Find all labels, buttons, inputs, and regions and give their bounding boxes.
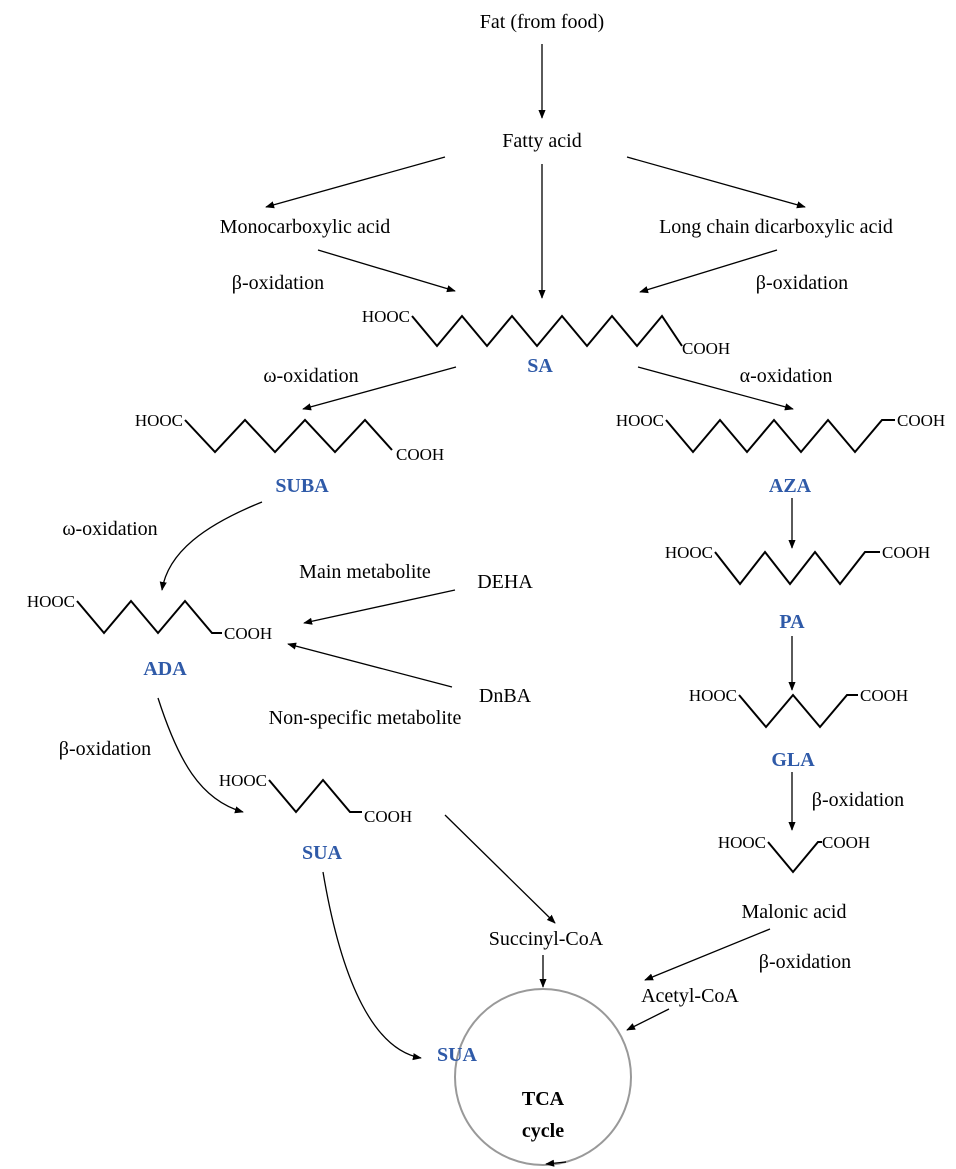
arrow-sua-to-cycle bbox=[322, 871, 422, 1061]
aza-metabolite-label: AZA bbox=[769, 475, 812, 497]
pa-hooc-group: HOOC bbox=[665, 543, 713, 562]
gla-hooc-group: HOOC bbox=[689, 686, 737, 705]
arrow-malonic-to-acetyl-coa bbox=[644, 928, 771, 981]
ada-metabolite-label: ADA bbox=[143, 658, 187, 680]
alpha-oxidation-label: α-oxidation bbox=[740, 365, 833, 387]
suba-metabolite-label: SUBA bbox=[275, 475, 329, 497]
sua-metabolite-label: SUA bbox=[302, 842, 343, 864]
gla-cooh-group: COOH bbox=[860, 686, 908, 705]
beta-oxidation-ada-label: β-oxidation bbox=[59, 738, 151, 760]
fat-label: Fat (from food) bbox=[480, 11, 604, 33]
main-metabolite-label: Main metabolite bbox=[299, 561, 431, 583]
aza-carbon-chain bbox=[665, 418, 895, 454]
omega-oxidation-2-label: ω-oxidation bbox=[62, 518, 157, 540]
sua-carbon-chain bbox=[268, 778, 362, 814]
suba-carbon-chain bbox=[184, 418, 393, 454]
arrow-long-chain-to-sa bbox=[639, 249, 778, 294]
succinyl-coa-label: Succinyl-CoA bbox=[489, 928, 604, 950]
ada-carbon-chain bbox=[76, 599, 222, 635]
arrow-fatty-acid-to-monocarboxylic bbox=[265, 156, 446, 209]
arrow-sua-to-succinyl-coa bbox=[444, 814, 556, 924]
sua-hooc-group: HOOC bbox=[219, 771, 267, 790]
pa-cooh-group: COOH bbox=[882, 543, 930, 562]
monocarboxylic-acid-label: Monocarboxylic acid bbox=[220, 216, 391, 238]
ada-hooc-group: HOOC bbox=[27, 592, 75, 611]
arrow-deha-to-ada bbox=[303, 589, 456, 625]
aza-hooc-group: HOOC bbox=[616, 411, 664, 430]
arrow-monocarboxylic-to-sa bbox=[317, 249, 456, 293]
aza-cooh-group: COOH bbox=[897, 411, 945, 430]
fatty-acid-label: Fatty acid bbox=[502, 130, 581, 152]
long-chain-dicarboxylic-acid-label: Long chain dicarboxylic acid bbox=[659, 216, 893, 238]
sua-cooh-group: COOH bbox=[364, 807, 412, 826]
arrow-dnba-to-ada bbox=[287, 642, 453, 688]
arrow-acetyl-coa-to-cycle bbox=[626, 1008, 670, 1031]
suba-hooc-group: HOOC bbox=[135, 411, 183, 430]
ada-cooh-group: COOH bbox=[224, 624, 272, 643]
suba-cooh-group: COOH bbox=[396, 445, 444, 464]
gla-carbon-chain bbox=[738, 693, 858, 729]
arrow-suba-to-ada bbox=[159, 501, 263, 591]
tca-cycle-circle bbox=[454, 988, 632, 1166]
arrow-sa-to-aza bbox=[637, 366, 794, 411]
sa-hooc-group: HOOC bbox=[362, 307, 410, 326]
omega-oxidation-1-label: ω-oxidation bbox=[263, 365, 358, 387]
sua-in-cycle-label: SUA bbox=[437, 1044, 478, 1066]
cycle-label: cycle bbox=[522, 1120, 564, 1142]
malonic-acid-label: Malonic acid bbox=[742, 901, 847, 923]
malonic-carbon-chain bbox=[767, 841, 822, 874]
malonic-cooh-group: COOH bbox=[822, 833, 870, 852]
sa-metabolite-label: SA bbox=[527, 355, 553, 377]
non-specific-metabolite-label: Non-specific metabolite bbox=[269, 707, 462, 729]
sa-carbon-chain bbox=[411, 314, 683, 348]
pa-carbon-chain bbox=[714, 550, 880, 586]
pa-metabolite-label: PA bbox=[779, 611, 805, 633]
malonic-hooc-group: HOOC bbox=[718, 833, 766, 852]
sa-cooh-group: COOH bbox=[682, 339, 730, 358]
gla-metabolite-label: GLA bbox=[771, 749, 815, 771]
tca-label: TCA bbox=[522, 1088, 565, 1110]
deha-label: DEHA bbox=[477, 571, 533, 593]
dnba-label: DnBA bbox=[479, 685, 532, 707]
acetyl-coa-label: Acetyl-CoA bbox=[641, 985, 739, 1007]
arrow-fatty-acid-to-long-chain bbox=[626, 156, 806, 209]
beta-oxidation-malonic-label: β-oxidation bbox=[759, 951, 851, 973]
beta-oxidation-gla-label: β-oxidation bbox=[812, 789, 904, 811]
arrow-sa-to-suba bbox=[302, 366, 457, 411]
beta-oxidation-left-label: β-oxidation bbox=[232, 272, 324, 294]
beta-oxidation-right-label: β-oxidation bbox=[756, 272, 848, 294]
arrow-ada-to-sua bbox=[157, 697, 244, 814]
cycle-return-arrow bbox=[545, 1159, 567, 1167]
